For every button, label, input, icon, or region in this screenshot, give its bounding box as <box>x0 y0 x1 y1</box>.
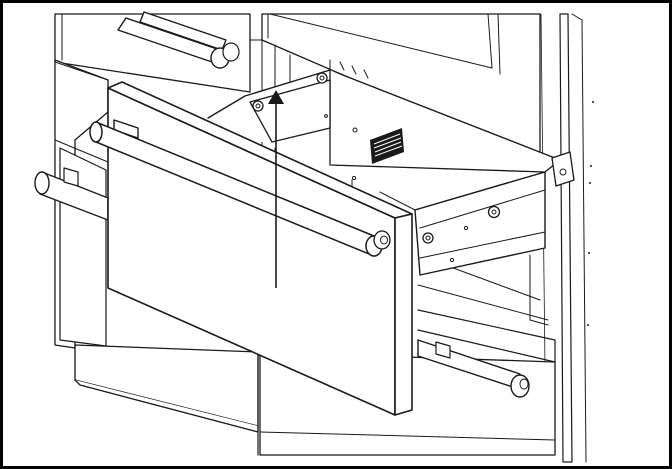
drawer-hole <box>449 257 455 263</box>
cabinet-latch <box>551 151 575 187</box>
left-handle-icon <box>34 167 109 221</box>
upper-door-right-panel <box>267 13 493 69</box>
drawer-hole <box>463 225 469 231</box>
drawer-hole <box>351 175 357 181</box>
cabinet-right-edge <box>571 13 583 21</box>
up-arrow-icon <box>268 90 284 288</box>
drawer-box-side-line <box>419 189 546 229</box>
drawer-front-side-edge <box>394 213 413 416</box>
bottom-drawer-left <box>74 344 259 427</box>
upper-door-right-inset <box>497 13 501 75</box>
upper-door-left-panel <box>61 13 263 61</box>
drawer-box-side <box>414 171 546 276</box>
drawer-box-side-line-2 <box>419 231 546 259</box>
cabinet-right-edge-2 <box>581 19 587 463</box>
cabinet-rivets <box>587 101 594 326</box>
drawer-front-handle-icon <box>89 119 391 257</box>
mounting-screw-icon <box>252 72 501 244</box>
lower-right-drawer-top <box>417 309 556 363</box>
cabinet-body <box>34 11 587 463</box>
upper-left-handle-icon <box>117 11 240 69</box>
cabinet-right-side <box>559 13 573 463</box>
vent-slot-icon <box>370 128 404 164</box>
lower-right-handle-icon <box>417 339 530 398</box>
mounting-bracket-plate <box>249 79 331 143</box>
drawer-box <box>207 69 561 276</box>
drawer-hole <box>352 127 358 133</box>
bottom-drawer-right-line <box>259 431 556 441</box>
lower-left-cabinet-edge <box>54 61 109 163</box>
drawer-box-floor-line <box>379 191 416 211</box>
drawer-hole <box>324 114 328 118</box>
